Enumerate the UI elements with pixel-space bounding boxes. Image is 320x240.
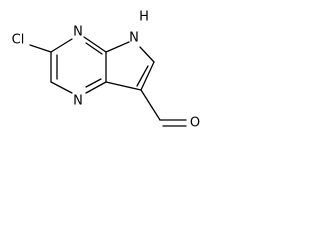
carbonyl-oxygen-atom-label: O xyxy=(190,116,200,131)
bond-layer xyxy=(29,36,187,127)
nitrogen-top-atom-label: N xyxy=(73,25,83,40)
bond-c6-c7-double xyxy=(136,65,149,87)
bond-c7a-n1 xyxy=(85,81,107,94)
bond-n4-c4a-double xyxy=(85,42,103,55)
pyrrole-hydrogen-atom-label: H xyxy=(139,10,149,25)
pyrrole-nitrogen-atom-label: N xyxy=(129,31,139,46)
bond-c4a-n5 xyxy=(105,41,130,53)
chlorine-atom-label: Cl xyxy=(12,33,25,48)
bond-n1-c2 xyxy=(50,81,73,94)
bond-c7-c7a xyxy=(105,81,142,91)
bond-c7-cho xyxy=(140,89,161,121)
chemical-structure-diagram: Cl N N N H O xyxy=(12,10,200,131)
bond-c6-c7 xyxy=(140,61,155,91)
bond-c7a-n1-double xyxy=(85,78,102,88)
bond-c3-n4 xyxy=(50,38,73,53)
bond-n5-c6 xyxy=(139,46,155,63)
bond-cl-c3 xyxy=(29,44,52,53)
nitrogen-bottom-atom-label: N xyxy=(73,94,83,109)
bond-n4-c4a xyxy=(83,36,107,53)
atom-label-layer: Cl N N N H O xyxy=(12,10,200,131)
